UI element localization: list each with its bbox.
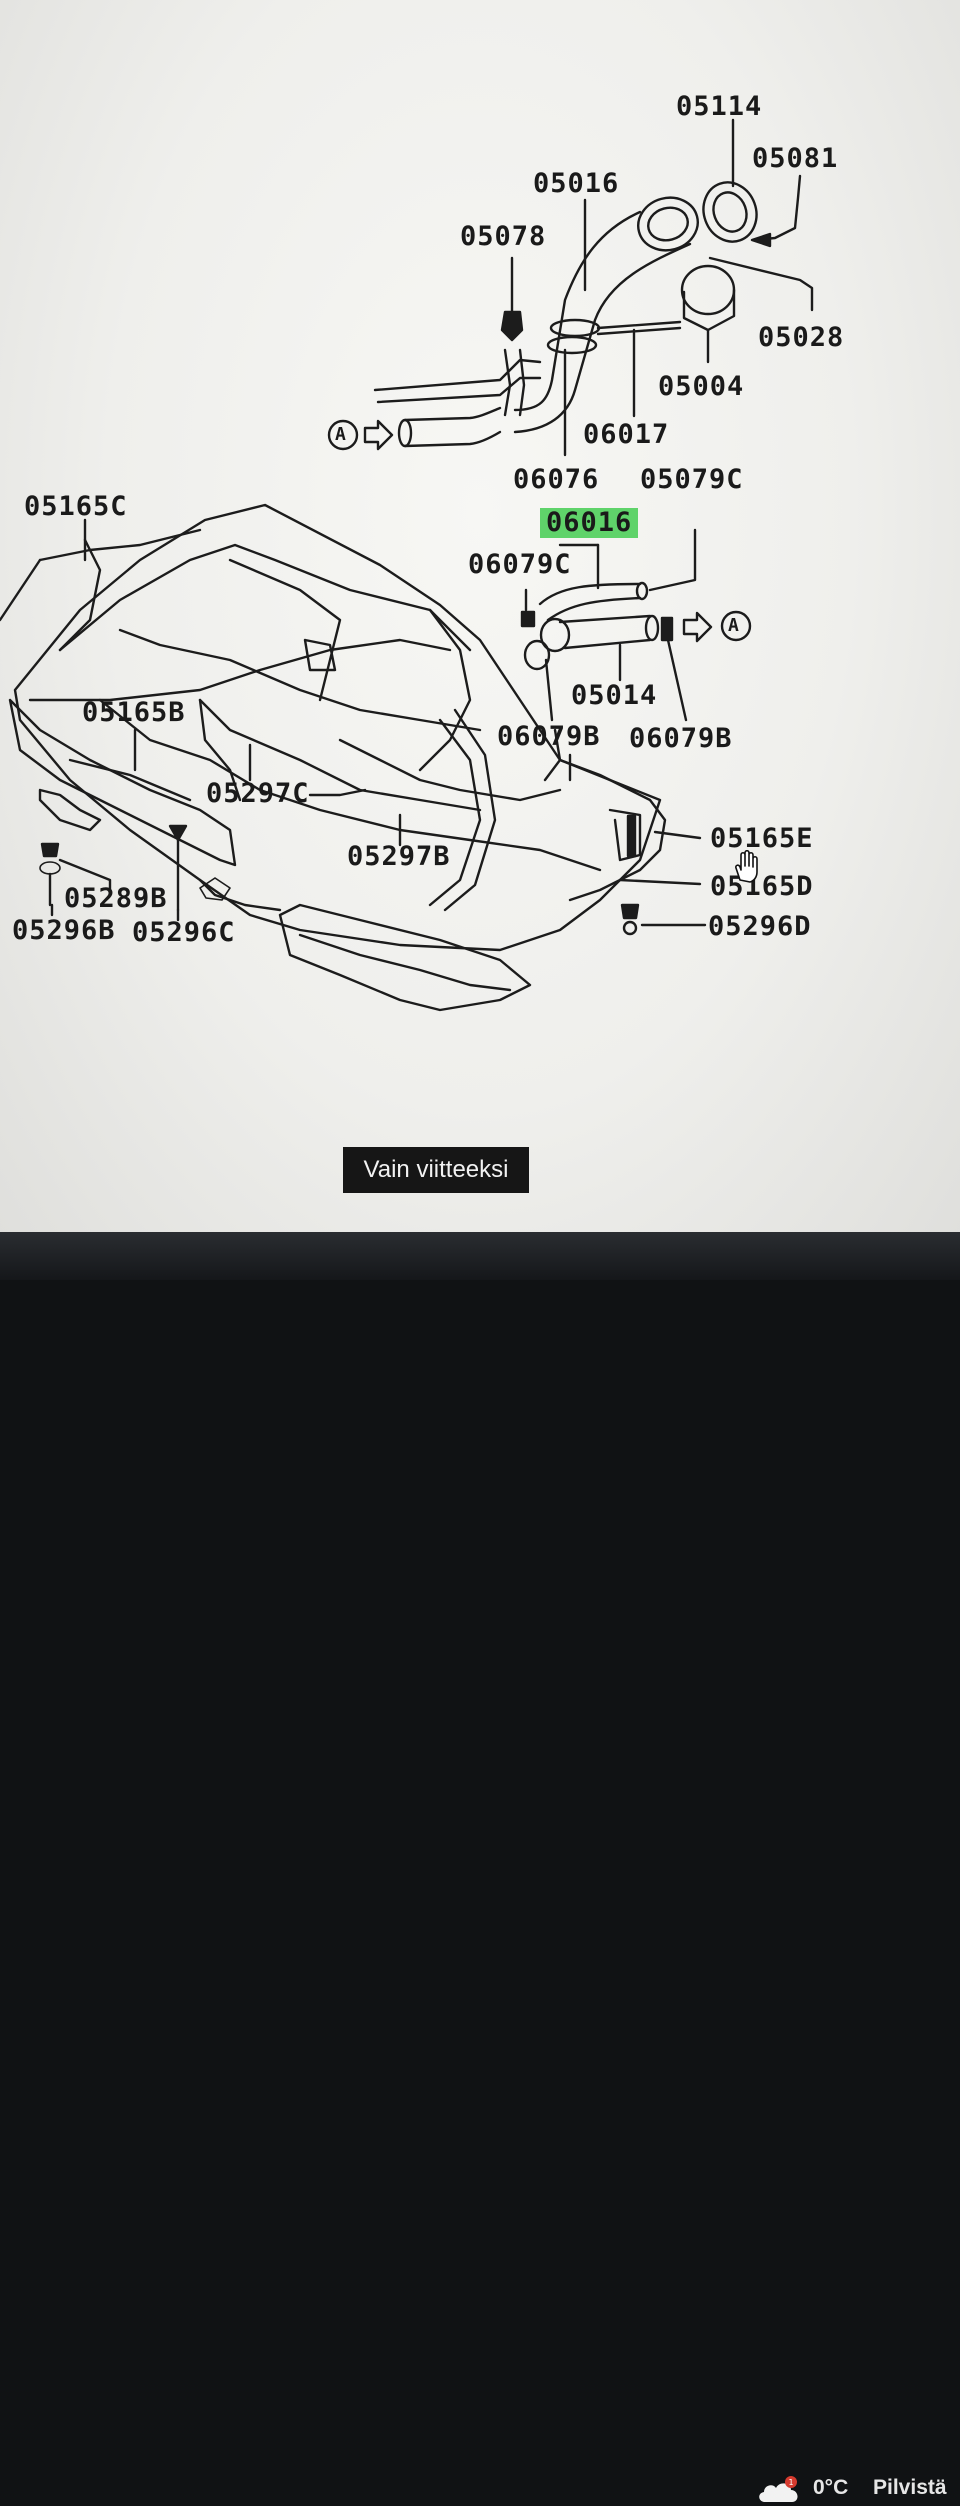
part-label-05165e[interactable]: 05165E	[710, 823, 814, 854]
part-label-06079b-right[interactable]: 06079B	[629, 723, 733, 754]
part-label-06079c[interactable]: 06079C	[468, 549, 572, 580]
ref-marker-a-right: A	[728, 615, 740, 636]
filler-assembly	[327, 118, 814, 457]
part-label-05079c[interactable]: 05079C	[640, 464, 744, 495]
weather-badge: 1	[788, 2478, 793, 2487]
part-label-05165c[interactable]: 05165C	[24, 491, 128, 522]
hand-pointer-icon	[735, 850, 758, 883]
part-label-05289b[interactable]: 05289B	[64, 883, 168, 914]
cloud-icon: 1	[759, 2476, 798, 2502]
hose-set	[520, 528, 752, 722]
part-label-05028[interactable]: 05028	[758, 322, 845, 353]
taskbar: 1 0°C Pilvistä	[0, 1232, 960, 2502]
part-label-05004[interactable]: 05004	[658, 371, 745, 402]
part-label-05296c[interactable]: 05296C	[132, 917, 236, 948]
part-label-05016[interactable]: 05016	[533, 168, 620, 199]
weather-condition-text: Pilvistä	[873, 2476, 947, 2499]
part-label-05014[interactable]: 05014	[571, 680, 658, 711]
part-label-06017[interactable]: 06017	[583, 419, 670, 450]
part-label-06076[interactable]: 06076	[513, 464, 600, 495]
part-label-05296d[interactable]: 05296D	[708, 911, 812, 942]
part-label-05081[interactable]: 05081	[752, 143, 839, 174]
monitor-screen: 05114 05081 05016 05078 05028 05004 0601…	[0, 0, 960, 1280]
ref-marker-a-left: A	[335, 424, 347, 445]
part-label-05078[interactable]: 05078	[460, 221, 547, 252]
temperature-text: 0°C	[813, 2476, 849, 2499]
tank-assembly	[0, 503, 707, 1012]
part-label-05297b[interactable]: 05297B	[347, 841, 451, 872]
part-label-06079b-left[interactable]: 06079B	[497, 721, 601, 752]
part-label-06016-highlighted[interactable]: 06016	[540, 508, 639, 538]
part-label-05165d[interactable]: 05165D	[710, 871, 814, 902]
part-label-05296b[interactable]: 05296B	[12, 915, 116, 946]
part-label-05297c[interactable]: 05297C	[206, 778, 310, 809]
part-label-05165b[interactable]: 05165B	[82, 697, 186, 728]
reference-only-caption: Vain viitteeksi	[343, 1147, 529, 1193]
parts-diagram	[0, 118, 814, 1012]
part-label-05114[interactable]: 05114	[676, 91, 763, 122]
